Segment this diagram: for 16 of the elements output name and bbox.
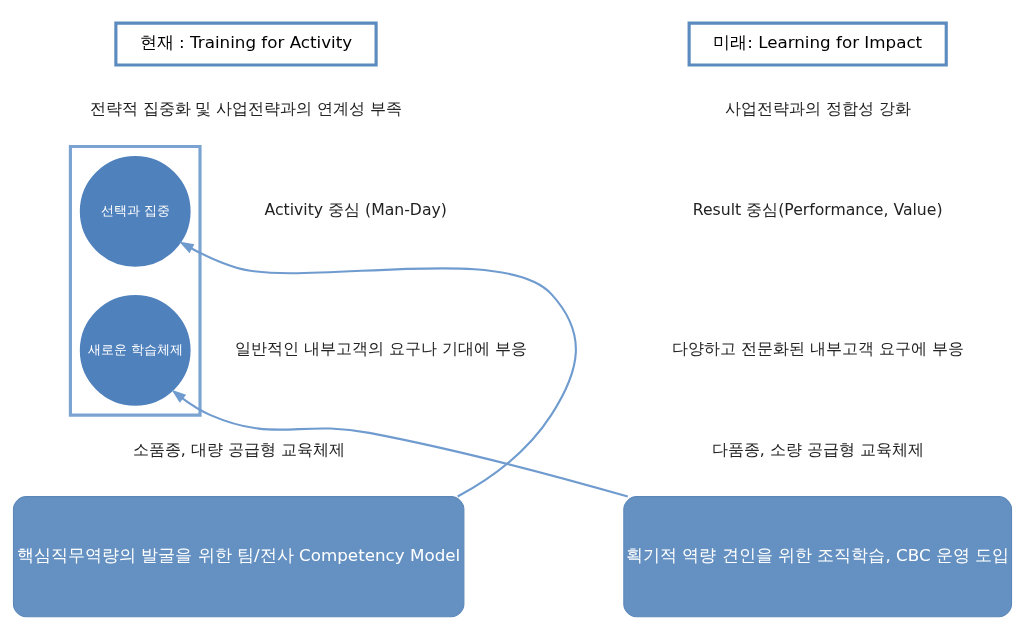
label: 사업전략과의 정합성 강화 [724, 98, 911, 118]
label: 다양하고 전문화된 내부고객 요구에 부응 [671, 338, 964, 358]
label: 일반적인 내부고객의 요구나 기대에 부응 [234, 338, 527, 358]
arrow [178, 241, 577, 497]
node-box: 현재 : Training for Activity [113, 21, 378, 67]
node-box: 핵심직무역량의 발굴을 위한 팀/전사 Competency Model [12, 495, 464, 617]
node-box: 획기적 역량 견인을 위한 조직학습, CBC 운영 도입 [622, 495, 1012, 617]
label: 전략적 집중화 및 사업전략과의 연계성 부족 [89, 98, 402, 118]
label: Result 중심(Performance, Value) [692, 199, 943, 219]
label: Activity 중심 (Man-Day) [264, 199, 447, 219]
arrow [171, 389, 628, 498]
label: 다품종, 소량 공급형 교육체제 [711, 439, 924, 459]
cluster [68, 144, 202, 417]
node-circle: 새로운 학습체제 [77, 292, 193, 408]
label: 소품종, 대량 공급형 교육체제 [132, 439, 345, 459]
node-box: 미래: Learning for Impact [687, 21, 948, 67]
